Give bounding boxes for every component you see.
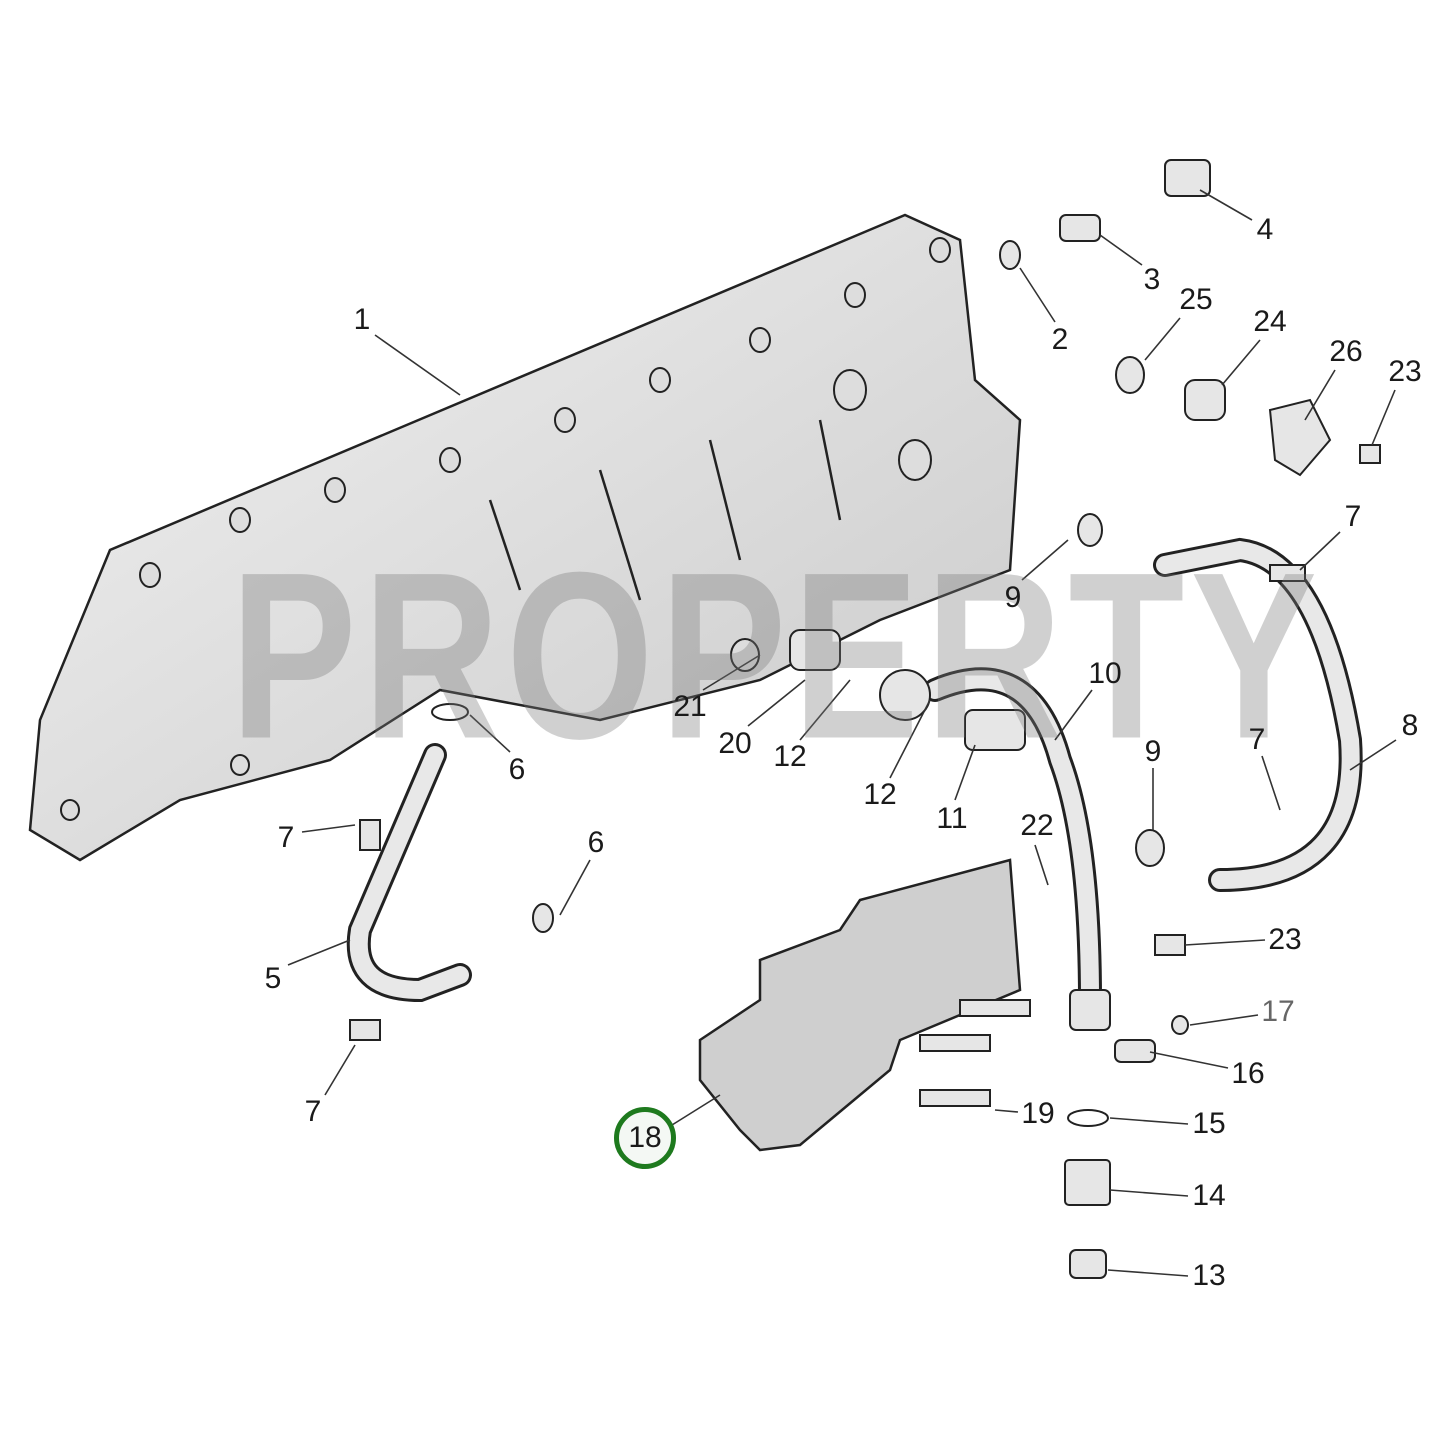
- callout-part-19: 19: [1021, 1097, 1055, 1130]
- callout-part-25: 25: [1179, 283, 1213, 316]
- callout-part-20: 20: [718, 727, 752, 760]
- callout-part-18: 18: [614, 1107, 676, 1169]
- callout-part-13: 13: [1192, 1259, 1226, 1292]
- callout-part-24: 24: [1253, 305, 1287, 338]
- callout-part-23: 23: [1268, 923, 1302, 956]
- callout-part-7: 7: [1344, 500, 1362, 533]
- callout-part-6: 6: [587, 826, 605, 859]
- callout-part-2: 2: [1051, 323, 1069, 356]
- callout-part-26: 26: [1329, 335, 1363, 368]
- callout-part-1: 1: [353, 303, 371, 336]
- callout-part-17: 17: [1261, 995, 1295, 1028]
- callout-part-6: 6: [508, 753, 526, 786]
- callout-part-8: 8: [1401, 709, 1419, 742]
- bracket-part-18: [698, 858, 1022, 1152]
- watermark-text: PROPERTY: [230, 523, 1324, 789]
- callout-part-3: 3: [1143, 263, 1161, 296]
- callout-part-21: 21: [673, 690, 707, 723]
- callout-part-10: 10: [1088, 657, 1122, 690]
- callout-part-4: 4: [1256, 213, 1274, 246]
- callout-part-7: 7: [277, 821, 295, 854]
- callout-part-12: 12: [773, 740, 807, 773]
- callout-part-7: 7: [1248, 723, 1266, 756]
- small-components: [349, 159, 1381, 1279]
- leader-lines: [287, 189, 1397, 1277]
- callout-part-9: 9: [1144, 735, 1162, 768]
- callout-part-7: 7: [304, 1095, 322, 1128]
- callout-part-14: 14: [1192, 1179, 1226, 1212]
- callout-part-11: 11: [936, 802, 968, 835]
- callout-part-23: 23: [1388, 355, 1422, 388]
- manifold-housing: [28, 213, 1022, 862]
- callout-part-5: 5: [264, 962, 282, 995]
- callout-part-15: 15: [1192, 1107, 1226, 1140]
- callout-part-22: 22: [1020, 809, 1054, 842]
- callout-part-9: 9: [1004, 581, 1022, 614]
- callout-part-12: 12: [863, 778, 897, 811]
- callout-part-16: 16: [1231, 1057, 1265, 1090]
